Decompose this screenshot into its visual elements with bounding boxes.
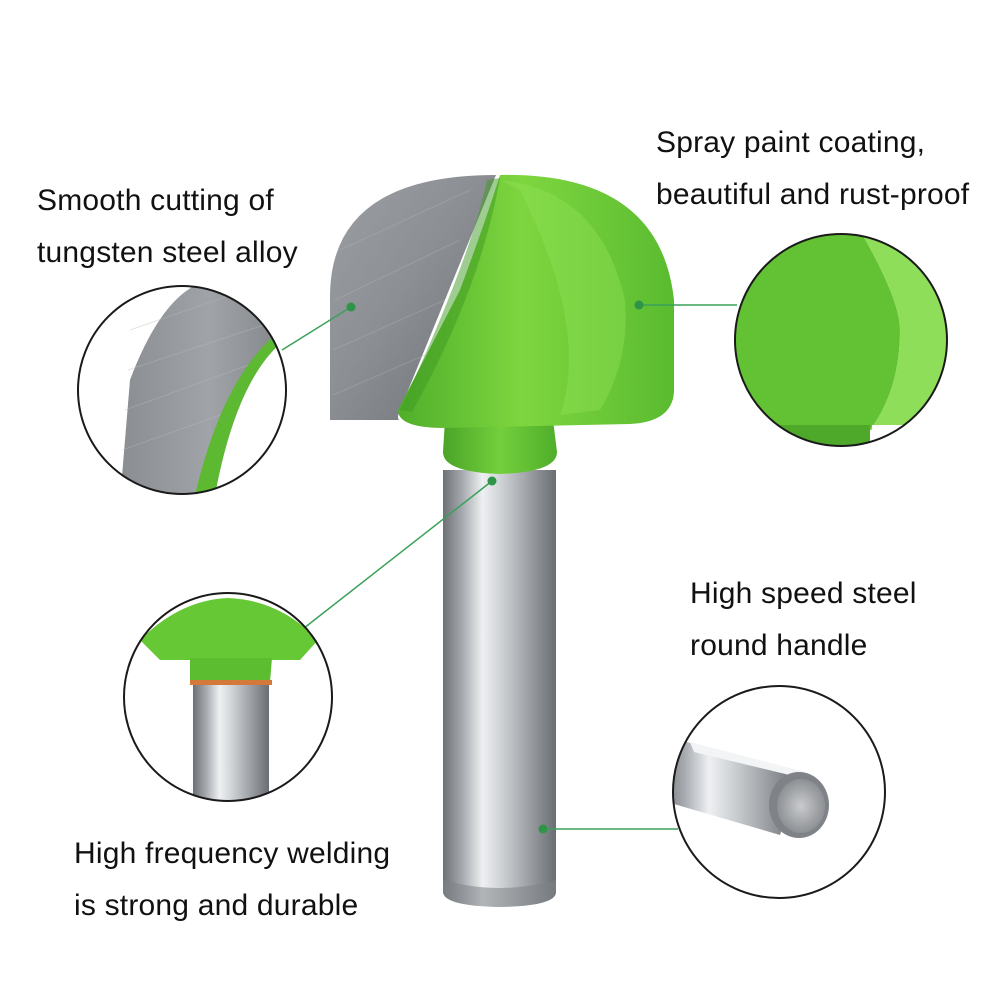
green-coated-body <box>398 174 674 428</box>
label-line: is strong and durable <box>74 889 359 922</box>
zoom-circle-welding <box>123 592 333 802</box>
label-spray-coating: Spray paint coating, beautiful and rust-… <box>656 117 969 221</box>
collar <box>443 420 557 474</box>
label-line: beautiful and rust-proof <box>656 178 970 211</box>
zoom-circle-handle <box>672 685 886 899</box>
leader-lines <box>281 304 737 830</box>
shank <box>443 470 556 907</box>
label-steel-handle: High speed steel round handle <box>690 568 917 672</box>
label-welding: High frequency welding is strong and dur… <box>74 828 390 932</box>
zoom-circle-tungsten <box>77 285 287 495</box>
router-bit <box>330 174 674 907</box>
label-line: High speed steel <box>690 577 917 610</box>
label-line: tungsten steel alloy <box>37 236 298 269</box>
label-line: Smooth cutting of <box>37 184 274 217</box>
zoom-circle-coating <box>734 233 948 447</box>
leader-dots <box>346 300 644 834</box>
label-line: High frequency welding <box>74 837 391 870</box>
label-tungsten-cutting: Smooth cutting of tungsten steel alloy <box>37 175 298 279</box>
label-line: round handle <box>690 629 868 662</box>
label-line: Spray paint coating, <box>656 126 926 159</box>
carbide-blade <box>330 175 496 420</box>
